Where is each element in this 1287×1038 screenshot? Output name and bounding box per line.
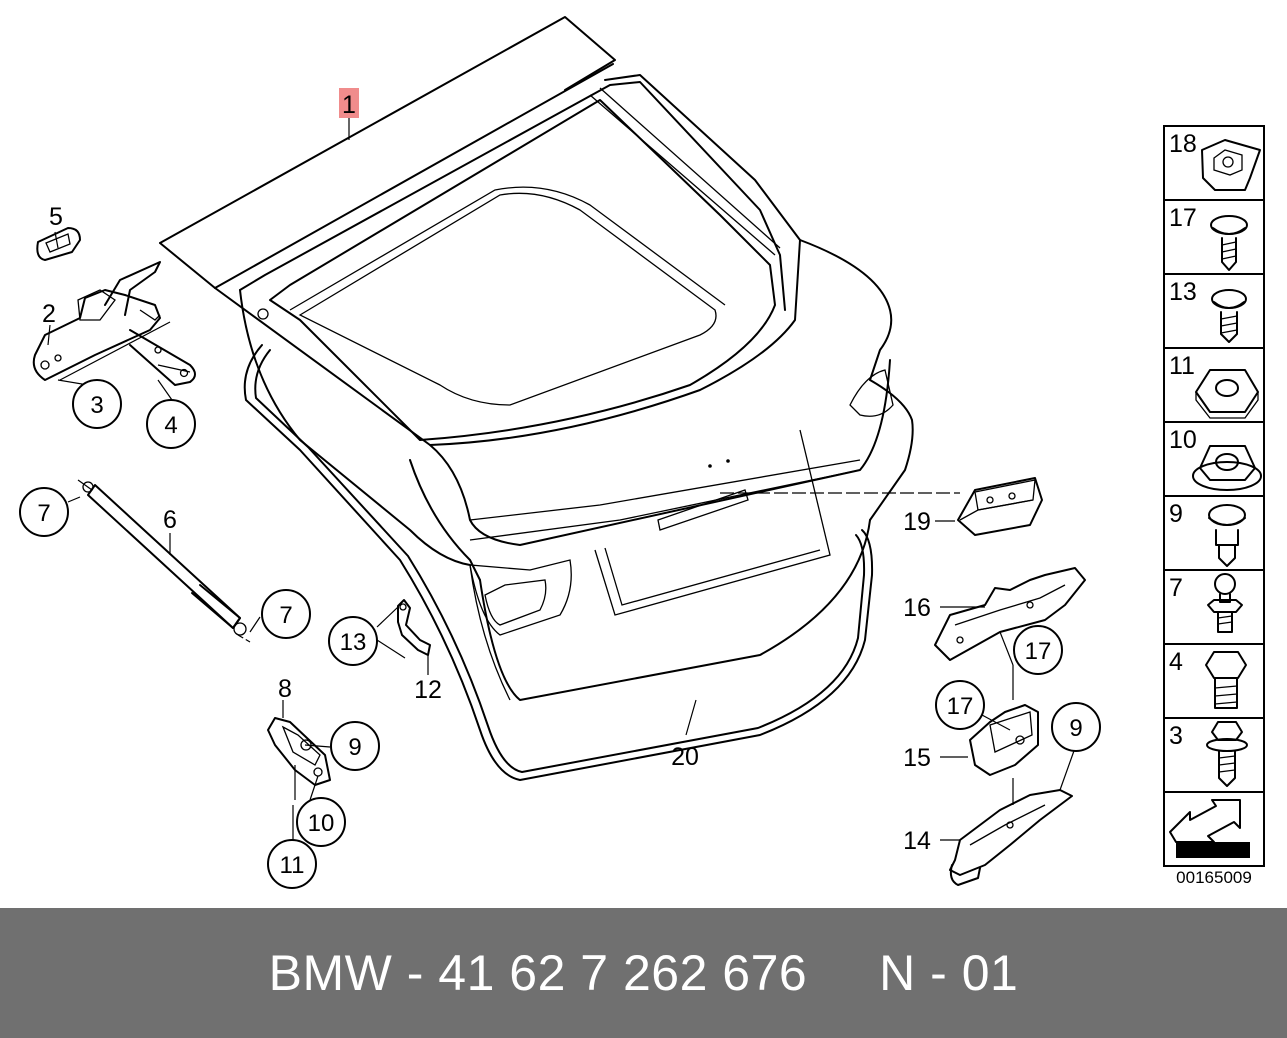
legend-number-7: 7 [1169, 574, 1183, 602]
legend-number-9: 9 [1169, 500, 1183, 528]
callout-10: 10 [308, 810, 335, 837]
legend-number-18: 18 [1169, 130, 1197, 158]
legend-number-13: 13 [1169, 278, 1197, 306]
tailgate-seal-drawing [243, 344, 874, 781]
callout-4: 4 [164, 412, 177, 439]
lock-actuator-drawing [969, 704, 1039, 776]
callout-20: 20 [671, 743, 699, 771]
hinge-drawing [32, 227, 196, 386]
callout-2: 2 [42, 300, 56, 328]
footer-bar: BMW - 41 62 7 262 676 N - 01 [0, 908, 1287, 1038]
callout-19: 19 [903, 508, 931, 536]
callout-5: 5 [49, 203, 63, 231]
callout-3: 3 [90, 392, 103, 419]
callout-8: 8 [278, 675, 292, 703]
screw-icon [1211, 289, 1247, 343]
diagram-reference-number: 00165009 [1176, 868, 1252, 887]
fastener-legend: 18 17 13 11 10 [1163, 125, 1265, 867]
leader-lines [47, 118, 1076, 841]
callout-9-right: 9 [1069, 715, 1082, 742]
legend-number-11: 11 [1169, 352, 1195, 380]
gas-strut-drawing [77, 479, 251, 643]
callout-17-upper: 17 [1025, 638, 1052, 665]
part-number-caption: BMW - 41 62 7 262 676 N - 01 [268, 945, 1019, 1001]
callout-11: 11 [280, 852, 305, 879]
direction-arrow-icon [1169, 799, 1250, 858]
collar-bolt-icon [1206, 721, 1248, 787]
callout-1-highlight [339, 88, 359, 118]
callout-17-lower: 17 [947, 693, 974, 720]
collar-screw-icon [1208, 504, 1246, 567]
hex-nut-icon [1195, 369, 1259, 419]
screw-icon [1210, 215, 1248, 271]
callout-13: 13 [340, 629, 367, 656]
hex-bolt-icon [1205, 651, 1247, 709]
tailgate-switch-drawing [957, 477, 1043, 536]
callout-1: 1 [342, 91, 356, 119]
callout-7-upper: 7 [37, 500, 50, 527]
callout-14: 14 [903, 827, 931, 855]
legend-number-10: 10 [1169, 426, 1197, 454]
legend-number-17: 17 [1169, 204, 1197, 232]
legend-number-3: 3 [1169, 722, 1183, 750]
ball-stud-icon [1207, 573, 1243, 633]
circled-callouts: 3 4 7 7 13 9 10 11 17 17 9 [19, 379, 1101, 889]
clip-nut-icon [1201, 139, 1261, 191]
latch-bracket-drawing [267, 717, 331, 786]
callout-15: 15 [903, 744, 931, 772]
callout-16: 16 [903, 594, 931, 622]
legend-number-4: 4 [1169, 648, 1183, 676]
flange-nut-icon [1192, 445, 1262, 491]
parts-diagram: 1 5 2 6 12 8 19 16 15 14 20 3 4 7 7 13 9… [19, 16, 1265, 889]
tailgate-drawing [159, 16, 914, 701]
tailgate-lock-drawing [949, 789, 1073, 886]
callout-12: 12 [414, 676, 442, 704]
lock-bracket-drawing [934, 567, 1086, 661]
callout-9-lower-left: 9 [348, 734, 361, 761]
callout-7-lower: 7 [279, 602, 292, 629]
cable-bracket-drawing [397, 599, 431, 656]
callout-labels: 1 5 2 6 12 8 19 16 15 14 20 [42, 88, 931, 855]
callout-6: 6 [163, 506, 177, 534]
